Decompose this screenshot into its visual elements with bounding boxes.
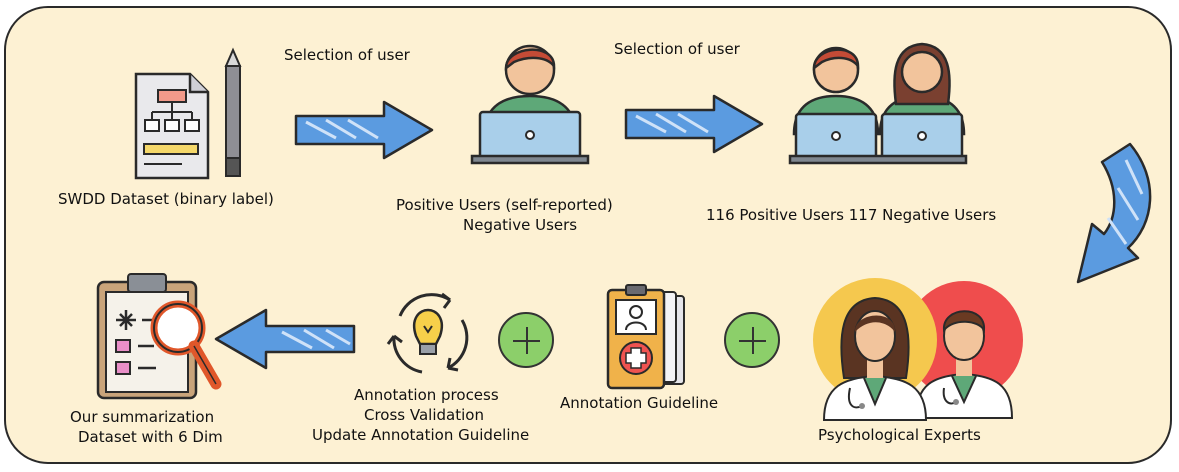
users-label-line2: Negative Users [463,216,578,234]
user-laptop-icon [470,44,590,165]
output-label-line2: Dataset with 6 Dim [78,428,223,446]
clipboard-magnifier-icon [96,273,222,400]
selection-label-1: Selection of user [284,46,410,64]
experts-label: Psychological Experts [818,426,981,444]
users-label-line1: Positive Users (self-reported) [396,196,613,214]
left-arrow [214,308,356,370]
guideline-label: Annotation Guideline [560,394,719,412]
process-label-line3: Update Annotation Guideline [312,426,530,444]
counts-label: 116 Positive Users 117 Negative Users [706,206,997,224]
clipboard-medical-icon [606,284,685,390]
plus-icon-left [498,312,554,368]
lightbulb-cycle-icon [386,292,469,374]
output-label-line1: Our summarization [70,408,215,426]
two-users-laptop-icon [788,42,968,165]
selection-label-2: Selection of user [614,40,740,58]
right-arrow-1 [294,100,434,160]
male-doctor-icon [905,281,1023,419]
right-arrow-2 [624,94,764,154]
document-flowchart-icon [134,72,210,180]
curved-arrow-icon [1076,142,1152,284]
process-label-line2: Cross Validation [364,406,484,424]
female-doctor-icon [813,278,937,421]
pencil-icon [224,47,242,177]
dataset-label: SWDD Dataset (binary label) [58,190,274,208]
process-label-line1: Annotation process [354,386,499,404]
plus-icon-right [724,312,780,368]
